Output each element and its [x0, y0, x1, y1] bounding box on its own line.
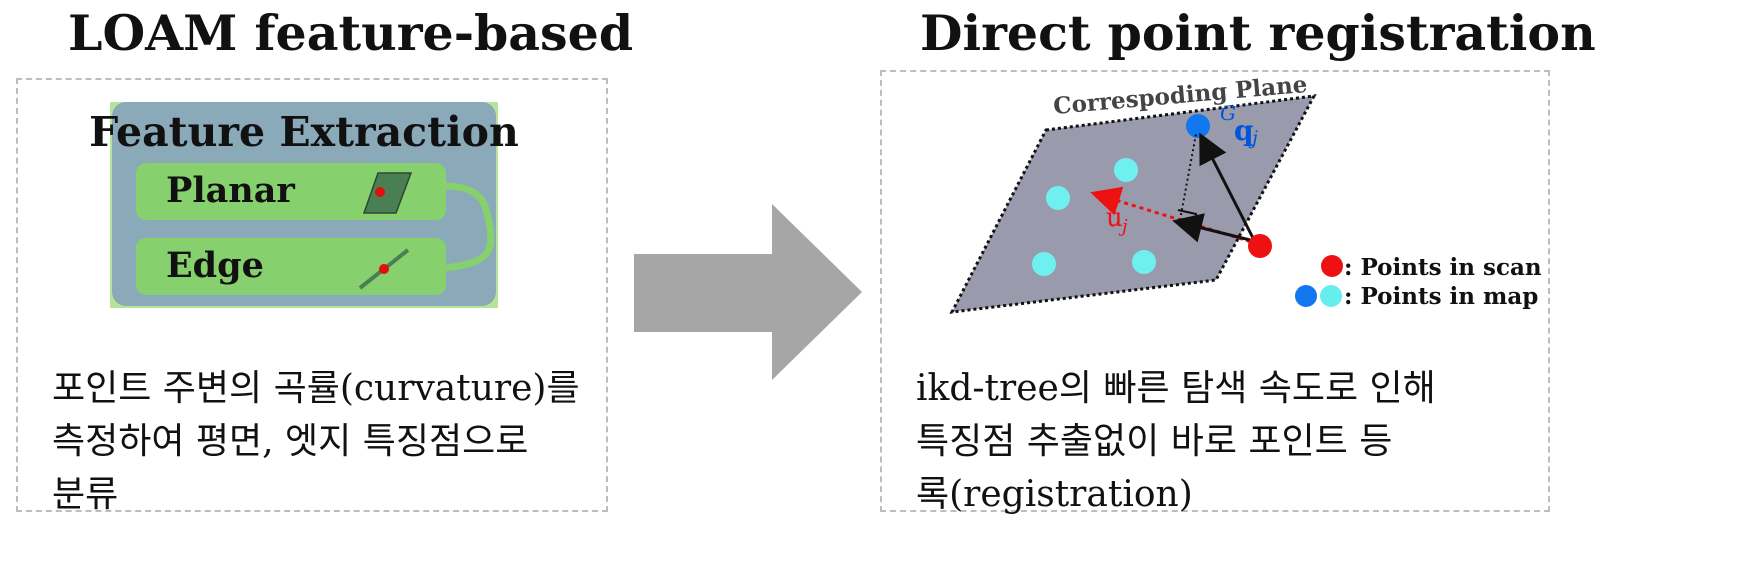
- scan-point: [1248, 234, 1272, 258]
- left-description-line-2: 측정하여 평면, 엣지 특징점으로: [52, 421, 529, 462]
- registration-diagram: Correspoding Plane G q j u j : Points in…: [949, 71, 1542, 314]
- q-arrow: [1199, 132, 1256, 241]
- transition-arrow: [634, 204, 862, 380]
- feature-extraction-diagram: Feature Extraction Planar Edge: [89, 102, 519, 308]
- right-description-line-3: 록(registration): [916, 474, 1193, 515]
- right-description-line-1: ikd-tree의 빠른 탐색 속도로 인해: [916, 368, 1436, 409]
- arrow-shape: [634, 204, 862, 380]
- legend-map-dot-light: [1320, 285, 1342, 307]
- left-description: 포인트 주변의 곡률(curvature)를 측정하여 평면, 엣지 특징점으로…: [52, 362, 580, 521]
- right-panel: Correspoding Plane G q j u j : Points in…: [880, 70, 1550, 515]
- right-title: Direct point registration: [920, 4, 1596, 62]
- q-subscript: j: [1248, 127, 1258, 149]
- right-description: ikd-tree의 빠른 탐색 속도로 인해 특징점 추출없이 바로 포인트 등…: [916, 362, 1436, 521]
- map-point: [1114, 158, 1138, 182]
- u-subscript: j: [1118, 216, 1128, 237]
- connector-line: [443, 182, 495, 272]
- u-label: u: [1106, 203, 1123, 233]
- right-description-line-2: 특징점 추출없이 바로 포인트 등: [916, 421, 1393, 462]
- left-title: LOAM feature-based: [68, 4, 634, 62]
- map-point-q: [1186, 114, 1210, 138]
- left-description-line-3: 분류: [52, 474, 119, 515]
- left-description-line-1: 포인트 주변의 곡률(curvature)를: [52, 368, 580, 409]
- line-with-point-icon: [358, 248, 410, 290]
- legend-map-label: : Points in map: [1344, 283, 1538, 310]
- legend-scan-label: : Points in scan: [1344, 254, 1542, 281]
- legend: : Points in scan : Points in map: [1295, 254, 1542, 310]
- legend-scan-dot: [1321, 255, 1343, 277]
- planar-label: Planar: [166, 170, 295, 211]
- plane-with-point-icon: [362, 172, 413, 214]
- map-point: [1132, 250, 1156, 274]
- legend-map-dot-dark: [1295, 285, 1317, 307]
- edge-label: Edge: [166, 245, 264, 286]
- projection-arrow: [1172, 213, 1259, 244]
- map-point: [1032, 252, 1056, 276]
- feature-box-title: Feature Extraction: [89, 108, 519, 156]
- left-panel: Feature Extraction Planar Edge 포인트 주변의 곡…: [16, 78, 608, 515]
- q-superscript: G: [1220, 101, 1236, 125]
- q-label: q: [1234, 114, 1254, 147]
- map-point: [1046, 186, 1070, 210]
